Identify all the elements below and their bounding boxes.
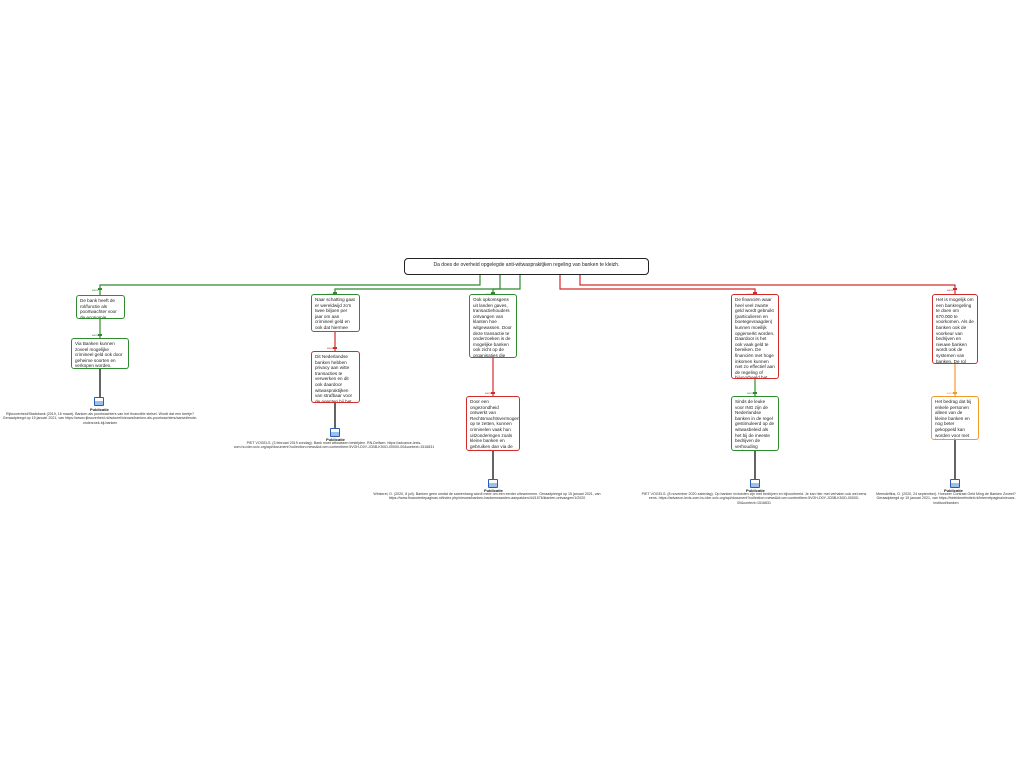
document-icon [488, 479, 498, 488]
connector-marker [953, 392, 957, 394]
sub-argument-card[interactable]: Via Banken kunnen zoveel mogelijke crimi… [71, 338, 129, 369]
connector-label: eens [747, 391, 754, 395]
publication-label: Publicatie [484, 488, 503, 493]
connector-label: eens [947, 391, 954, 395]
child-connectors: eens eens eens eens eens [92, 319, 957, 479]
connector-marker [953, 288, 957, 290]
citation-text: PIET VOGELS. (8 november 2020 zaterdag).… [641, 492, 867, 505]
argument-card[interactable]: Ook opkomsgens uit landen gaves, transac… [469, 294, 517, 358]
document-icon [950, 479, 960, 488]
connector-marker [753, 292, 757, 294]
root-connector [492, 275, 521, 294]
citation-text: PIET VOGELS. (3 februari 2019 zondag). B… [233, 441, 435, 450]
connector-marker [753, 392, 757, 394]
argument-card[interactable]: Naar schatting gaat er wereldwijd zo'n t… [311, 294, 360, 332]
central-topic[interactable]: Da does de overheid opgelegde anti-witwa… [404, 258, 649, 275]
root-connector [334, 275, 501, 294]
root-connector [579, 275, 956, 294]
publication-item[interactable] [748, 479, 762, 488]
connector-marker [333, 347, 337, 349]
connector-label: eens [92, 333, 99, 337]
connector-marker [98, 334, 102, 336]
publication-item[interactable] [948, 479, 962, 488]
connector-marker [491, 292, 495, 294]
sub-argument-card[interactable]: Het bedrag dat bij enkele personen allee… [931, 396, 979, 440]
connector-marker [98, 288, 102, 290]
publication-item[interactable] [328, 428, 342, 437]
publication-label: Publicatie [746, 488, 765, 493]
publication-item[interactable] [92, 397, 106, 406]
connector-label: eens [947, 288, 954, 292]
argument-card[interactable]: Het is mogelijk om een bankregeling te d… [932, 294, 978, 364]
document-icon [94, 397, 104, 406]
document-icon [750, 479, 760, 488]
connector-label: eens [327, 346, 334, 350]
citation-text: Winkerel, D. (2020, 8 juli). Banken geen… [373, 492, 601, 501]
publication-label: Publicatie [326, 437, 345, 442]
connector-label: eens [92, 288, 99, 292]
sub-argument-card[interactable]: Sinds de leuke voor ING zijn de Nederlan… [731, 396, 779, 451]
connector-marker [491, 392, 495, 394]
root-connector [559, 275, 756, 294]
connector-label: eens [485, 391, 492, 395]
citation-text: Rijksoverheid/Stadsbank (2019, 16 maart)… [2, 412, 198, 425]
publication-item[interactable] [486, 479, 500, 488]
connector-marker [333, 292, 337, 294]
document-icon [330, 428, 340, 437]
publication-label: Publicatie [90, 407, 109, 412]
sub-argument-card[interactable]: Dit Nederlandse banken hebben privacy aa… [311, 351, 360, 403]
citation-text: Meesdelfius, D. (2020, 24 september). Ho… [876, 492, 1016, 505]
sub-argument-card[interactable]: Door een ongezondheid ontwerkt van Recht… [466, 396, 520, 451]
argument-card[interactable]: De bank heeft de rol/functie als poortwa… [76, 295, 125, 319]
publication-label: Publicatie [944, 488, 963, 493]
root-connector [99, 275, 481, 295]
argument-card[interactable]: De financiën waar heel veel zwarte geld … [731, 294, 779, 379]
